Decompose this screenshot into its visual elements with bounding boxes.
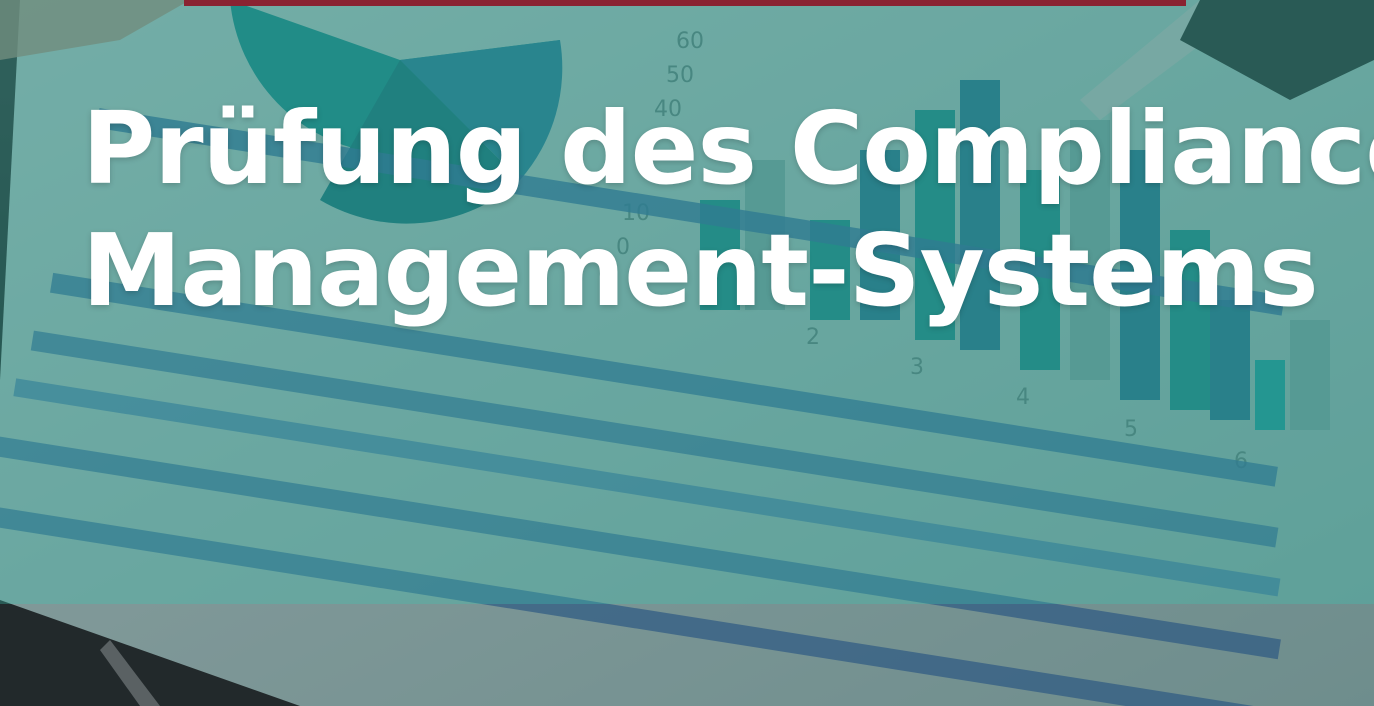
title-line-1: Prüfung des Compliance- (82, 90, 1374, 207)
teal-overlay (0, 0, 1374, 604)
lower-band (0, 604, 1374, 706)
top-accent-bar (184, 0, 1186, 6)
title-line-2: Management-Systems (82, 212, 1319, 329)
page-title: Prüfung des Compliance- Management-Syste… (82, 88, 1374, 332)
